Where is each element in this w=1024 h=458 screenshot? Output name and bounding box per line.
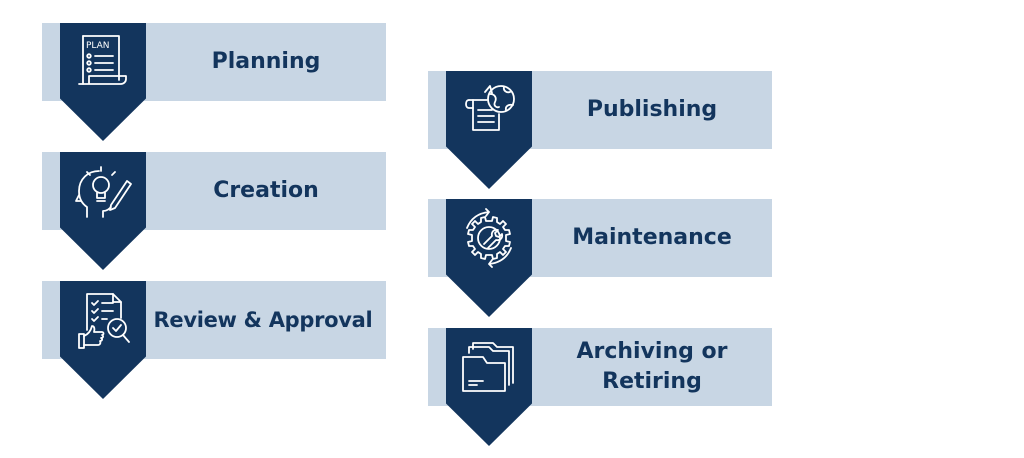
- step-label-publishing: Publishing: [586, 97, 718, 122]
- step-label-planning: Planning: [211, 49, 321, 74]
- step-maintenance: Maintenance: [428, 199, 772, 319]
- globe-document-icon: [465, 85, 515, 131]
- step-review-approval: Review & Approval: [42, 281, 386, 401]
- step-archiving-retiring: Archiving or Retiring: [428, 328, 772, 448]
- step-planning: PLAN Planning: [42, 23, 386, 143]
- step-badge: [446, 199, 532, 317]
- archive-folder-icon: [462, 342, 514, 392]
- step-creation: Creation: [42, 152, 386, 272]
- gear-wrench-icon: [466, 208, 512, 268]
- step-badge: PLAN: [60, 23, 146, 141]
- checklist-approval-icon: [78, 293, 130, 349]
- idea-head-icon: [75, 166, 132, 218]
- step-badge: [60, 152, 146, 270]
- step-badge: [60, 281, 146, 399]
- step-badge: [446, 328, 532, 446]
- step-label-maintenance: Maintenance: [572, 225, 732, 250]
- step-label-archiving-retiring: Archiving or Retiring: [576, 339, 728, 394]
- step-label-review-approval: Review & Approval: [153, 308, 373, 332]
- step-label-creation: Creation: [213, 178, 319, 203]
- step-badge: [446, 71, 532, 189]
- plan-icon-text: PLAN: [86, 41, 110, 51]
- plan-scroll-icon: PLAN: [78, 35, 127, 85]
- step-publishing: Publishing: [428, 71, 772, 191]
